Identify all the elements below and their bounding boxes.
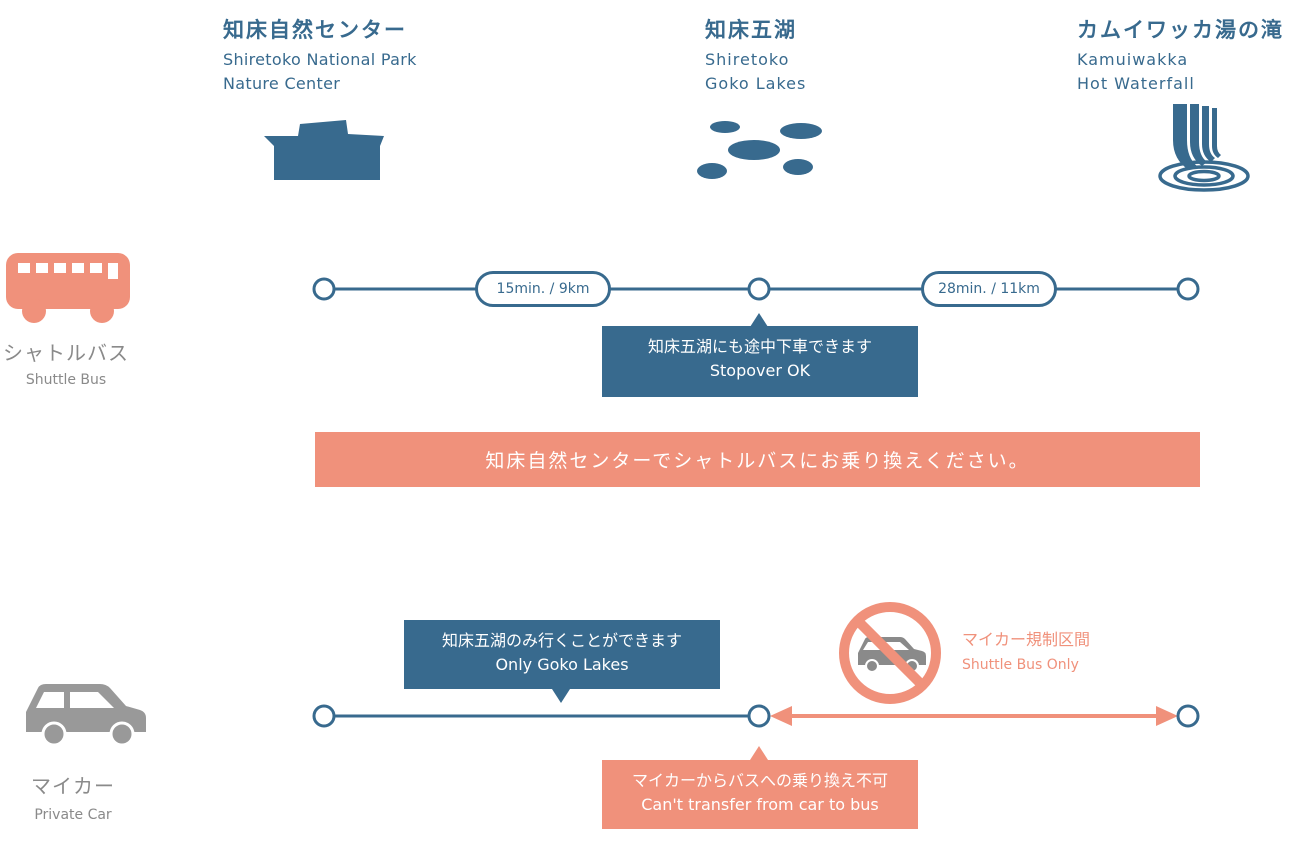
destination-goko-lakes: 知床五湖 Shiretoko Goko Lakes <box>705 14 806 96</box>
no-car-icon <box>839 602 941 704</box>
restricted-ja: マイカー規制区間 <box>962 630 1091 649</box>
only-goko-en: Only Goko Lakes <box>495 655 629 674</box>
car-route <box>312 704 1200 728</box>
callout-pointer <box>750 313 768 327</box>
lakes-icon <box>697 121 822 179</box>
no-transfer-callout: マイカーからバスへの乗り換え不可 Can't transfer from car… <box>602 760 918 829</box>
no-transfer-ja: マイカーからバスへの乗り換え不可 <box>631 771 888 790</box>
destination-name-ja: 知床自然センター <box>223 18 407 42</box>
car-icon <box>26 684 146 747</box>
arrow-head-right <box>1156 706 1178 726</box>
stopover-callout: 知床五湖にも途中下車できます Stopover OK <box>602 326 918 397</box>
only-goko-ja: 知床五湖のみ行くことができます <box>441 631 682 650</box>
car-mode-label: マイカー Private Car <box>0 770 146 823</box>
destination-name-ja: カムイワッカ湯の滝 <box>1077 18 1284 42</box>
mode-name-en: Private Car <box>34 807 112 823</box>
no-transfer-en: Can't transfer from car to bus <box>641 795 879 814</box>
waterfall-icon <box>1158 104 1250 192</box>
stop-kamuiwakka <box>1176 704 1200 728</box>
arrow-head-left <box>770 706 792 726</box>
shuttle-route <box>312 277 1200 301</box>
destination-nature-center: 知床自然センター Shiretoko National Park Nature … <box>223 14 417 96</box>
stop-kamuiwakka <box>1176 277 1200 301</box>
only-goko-callout: 知床五湖のみ行くことができます Only Goko Lakes <box>404 620 720 689</box>
transfer-banner: 知床自然センターでシャトルバスにお乗り換えください。 <box>315 432 1200 487</box>
restricted-en: Shuttle Bus Only <box>962 657 1079 673</box>
segment-time-1: 15min. / 9km <box>475 271 611 307</box>
building-icon <box>264 120 384 180</box>
stop-nature-center <box>312 704 336 728</box>
stop-nature-center <box>312 277 336 301</box>
callout-pointer <box>750 746 768 760</box>
stopover-en: Stopover OK <box>709 361 811 380</box>
shuttle-mode-label: シャトルバス Shuttle Bus <box>0 337 132 388</box>
destination-kamuiwakka: カムイワッカ湯の滝 Kamuiwakka Hot Waterfall <box>1077 14 1284 96</box>
bus-icon <box>6 253 130 323</box>
mode-name-ja: シャトルバス <box>3 341 129 365</box>
callout-pointer <box>552 689 570 703</box>
segment-time-2: 28min. / 11km <box>921 271 1057 307</box>
destination-name-en: Shiretoko National Park Nature Center <box>223 50 417 93</box>
stop-goko-lakes <box>747 277 771 301</box>
destination-name-en: Kamuiwakka Hot Waterfall <box>1077 50 1195 93</box>
destination-name-en: Shiretoko Goko Lakes <box>705 50 807 93</box>
mode-name-ja: マイカー <box>31 774 115 798</box>
restricted-section-label: マイカー規制区間 Shuttle Bus Only <box>962 626 1090 673</box>
stop-goko-lakes <box>747 704 771 728</box>
stopover-ja: 知床五湖にも途中下車できます <box>647 337 872 356</box>
destination-name-ja: 知床五湖 <box>705 18 797 42</box>
mode-name-en: Shuttle Bus <box>25 372 107 388</box>
